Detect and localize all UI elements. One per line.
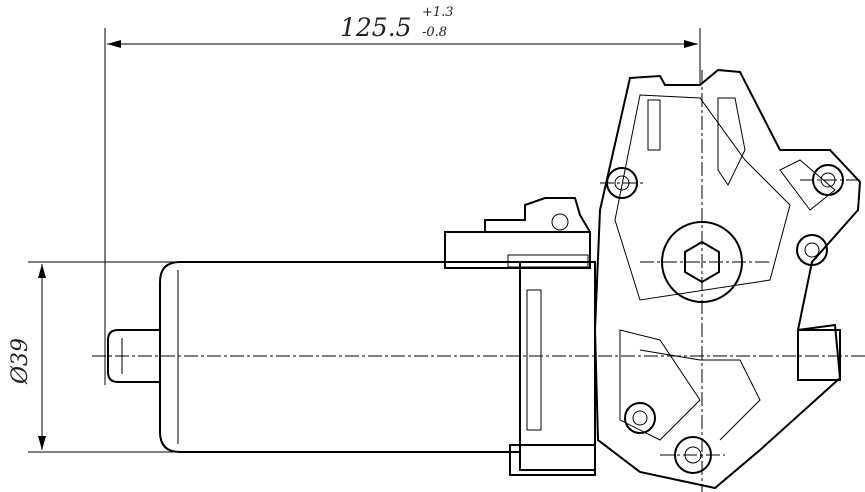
diameter-dimension: Ø39 [8, 261, 512, 453]
connector [444, 197, 596, 476]
diameter-value: Ø39 [8, 338, 33, 385]
length-upper-tolerance: +1.3 [422, 5, 454, 20]
hex-shaft [684, 240, 720, 284]
length-lower-tolerance: -0.8 [422, 25, 447, 40]
gear-housing [593, 68, 862, 490]
screw-3 [624, 402, 656, 434]
motor-body [107, 261, 520, 453]
screw-2 [796, 234, 828, 266]
length-value: 125.5 [340, 13, 412, 42]
length-dimension: 125.5 +1.3 -0.8 [104, 5, 701, 385]
